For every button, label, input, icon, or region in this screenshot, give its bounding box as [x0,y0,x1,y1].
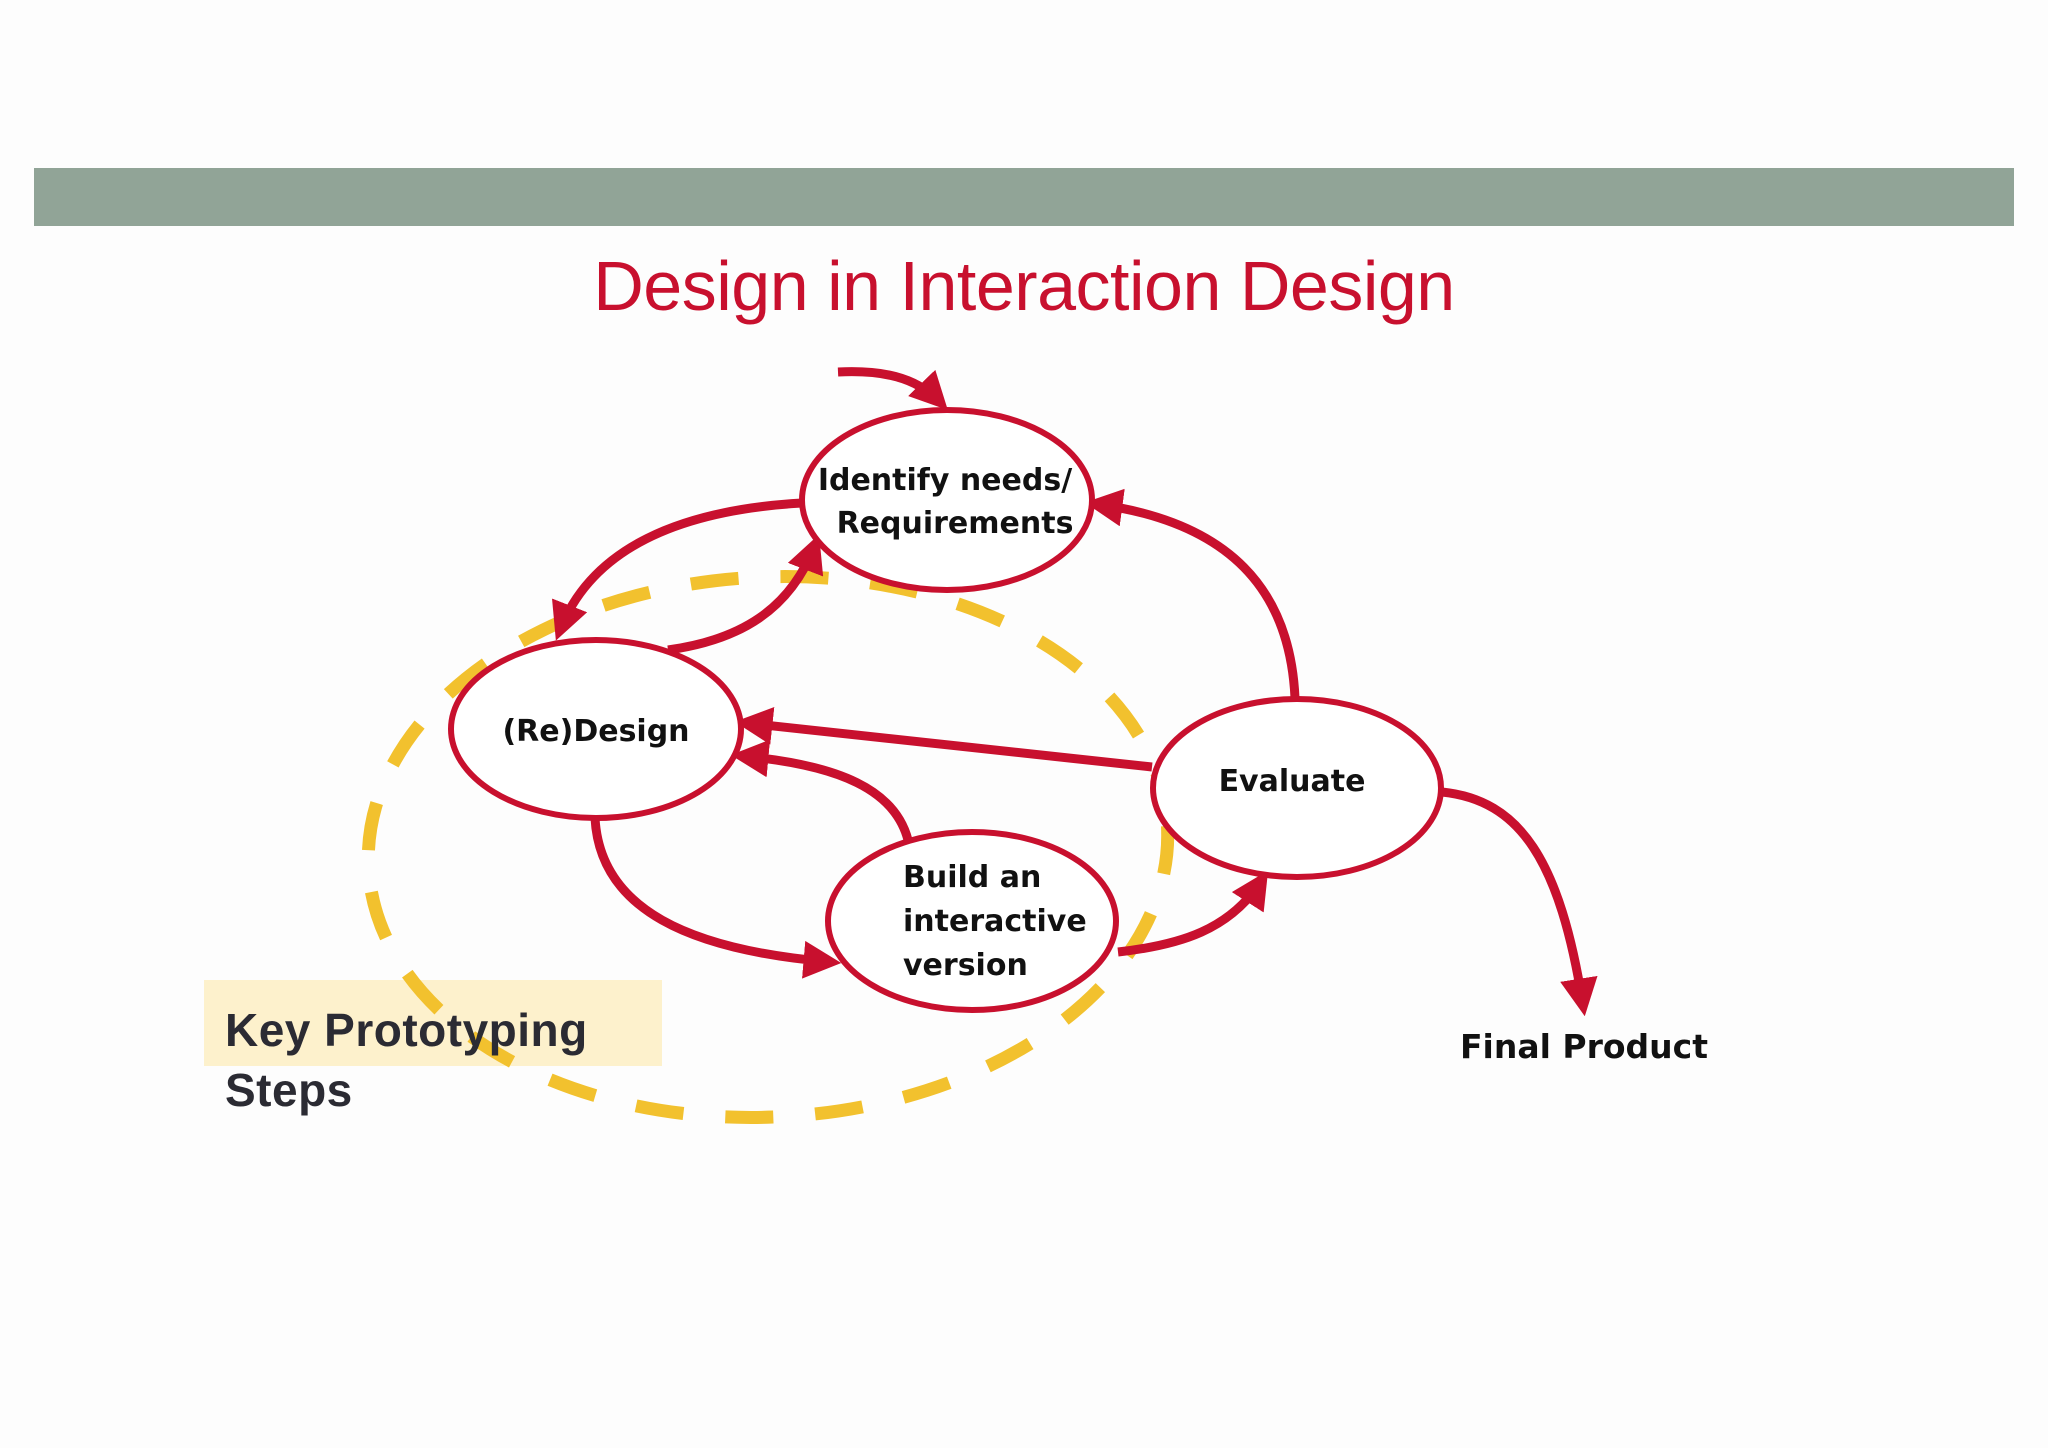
node-identify-line1: Identify needs/ [818,463,1072,498]
callout-line-2: Steps [225,1064,353,1116]
callout-line-1: Key Prototyping [225,1004,588,1056]
evaluate-to-final-product-arrow [1441,787,1598,1017]
node-build-line2: interactive [903,904,1087,939]
redesign-to-build-arrow [590,817,842,979]
node-identify-line2: Requirements [837,506,1074,541]
final-product-label: Final Product [1460,1027,1708,1066]
node-redesign: (Re)Design [448,637,744,821]
key-prototyping-steps-callout: Key Prototyping Steps [225,1000,685,1120]
node-build-interactive: Build an interactive version [825,829,1119,1013]
build-to-evaluate-arrow [1117,870,1269,957]
evaluate-to-redesign-arrow [734,707,1153,772]
evaluate-to-identify-arrow [1084,488,1300,699]
node-evaluate: Evaluate [1150,696,1444,880]
node-redesign-label: (Re)Design [502,714,689,749]
slide-header-bar [34,168,2014,226]
build-to-redesign-arrow [730,739,913,842]
callout-highlight-box [204,980,662,1066]
entry-arrow [837,367,948,411]
node-evaluate-label: Evaluate [1219,764,1366,799]
node-identify-needs: Identify needs/ Requirements [799,407,1095,593]
node-build-line3: version [903,948,1028,983]
redesign-to-identify-arrow [667,534,824,655]
identify-to-redesign-arrow [552,498,803,641]
slide-title: Design in Interaction Design [593,247,1455,325]
node-build-line1: Build an [903,860,1041,895]
